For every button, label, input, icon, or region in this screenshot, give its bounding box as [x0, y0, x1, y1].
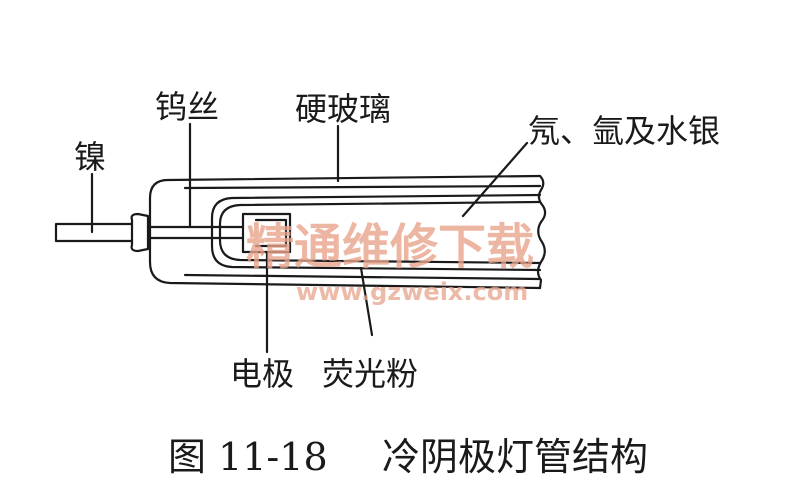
label-electrode: 电极	[230, 355, 294, 393]
electrode	[241, 212, 292, 254]
label-nickel: 镍	[74, 138, 106, 176]
label-phosphor: 荧光粉	[322, 355, 418, 393]
watermark-url: www.gzweix.com	[296, 278, 528, 306]
label-hard-glass: 硬玻璃	[295, 90, 391, 128]
tungsten-wire	[146, 225, 245, 240]
phosphor-coating	[210, 193, 542, 272]
label-gas-mercury: 氖、氩及水银	[528, 112, 720, 150]
figure-title: 冷阴极灯管结构	[382, 435, 648, 479]
seal-bead	[130, 212, 150, 253]
figure-number: 图 11-18	[168, 435, 328, 479]
nickel-lead	[54, 222, 134, 243]
leader-lines	[90, 122, 529, 354]
watermark-text: 精通维修下载	[246, 219, 534, 275]
label-tungsten-wire: 钨丝	[155, 88, 219, 126]
